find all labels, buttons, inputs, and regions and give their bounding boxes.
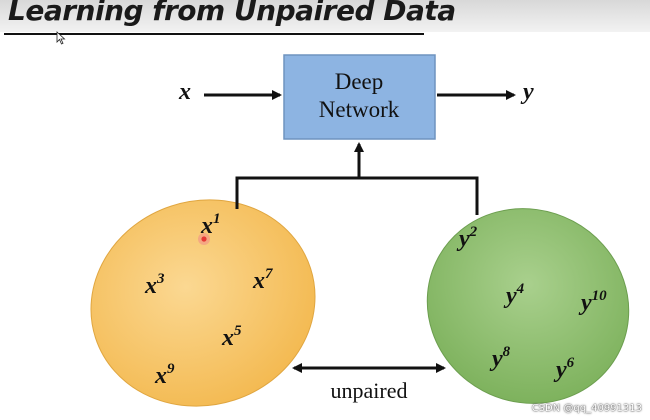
output-y-label: y [520, 79, 534, 105]
laser-pointer-core [201, 236, 207, 242]
slide-title: Learning from Unpaired Data [8, 0, 456, 27]
title-underline [4, 33, 424, 35]
sample-x5: x5 [221, 323, 242, 351]
deep-network-box [283, 54, 436, 140]
watermark: CSDN @qq_40991313 [531, 403, 642, 414]
deep-network-label-line2: Network [319, 97, 400, 122]
input-x-label: x [178, 79, 191, 105]
sample-y4: y4 [503, 281, 525, 309]
sample-x3: x3 [144, 271, 165, 299]
training-connector [235, 176, 479, 215]
sample-y2: y2 [456, 224, 478, 252]
unpaired-label: unpaired [331, 378, 408, 403]
domain-y-ellipse [426, 208, 630, 404]
sample-x1: x1 [200, 211, 221, 239]
sample-y10: y10 [578, 288, 607, 316]
mouse-cursor-icon [56, 31, 66, 45]
title-bar [0, 0, 650, 32]
sample-y8: y8 [489, 344, 511, 372]
sample-x7: x7 [252, 266, 273, 294]
sample-y6: y6 [553, 355, 575, 383]
sample-x9: x9 [154, 361, 175, 389]
deep-network-label-line1: Deep [335, 69, 384, 94]
domain-x-ellipse [90, 199, 316, 407]
